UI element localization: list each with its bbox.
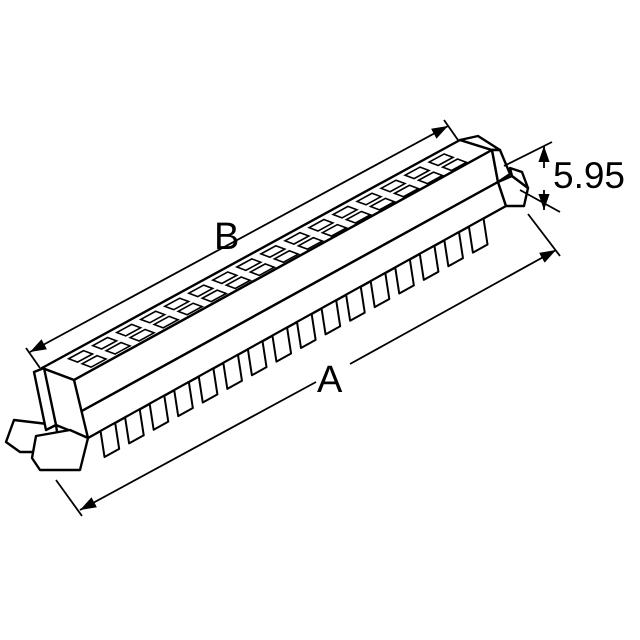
contact-cavity [66,349,95,363]
body-front-face [72,148,500,414]
left-mount-flange-step [30,428,90,472]
solder-tail [197,367,219,404]
dimension-a-label: A [317,359,343,401]
left-post [32,366,58,432]
dimension-line-a-part2 [349,249,557,365]
contact-cavity [80,354,108,369]
extension-line-b-left [25,347,41,369]
solder-tail [124,408,145,445]
solder-tail [148,394,170,431]
solder-tail [99,421,121,459]
body-lower-step [78,180,508,440]
connector-body [4,134,530,472]
dimension-b-label: B [214,216,240,258]
dimension-a [55,213,561,517]
extension-line-a-left [55,479,83,517]
extension-line-a-right [527,213,561,257]
solder-tail [467,217,489,254]
extension-line-b-right [443,119,459,141]
solder-tail [173,381,194,418]
dimension-height-label: 5.95 [553,155,626,196]
solder-tail [222,353,243,390]
contact-cavity [440,158,469,172]
dimension-b [25,119,459,369]
body-right-end-side [490,148,512,184]
dimension-line-b [29,125,449,353]
dimension-height [503,141,561,213]
dimension-line-a-part1 [79,381,317,511]
right-mount-ear-tab [508,166,530,190]
